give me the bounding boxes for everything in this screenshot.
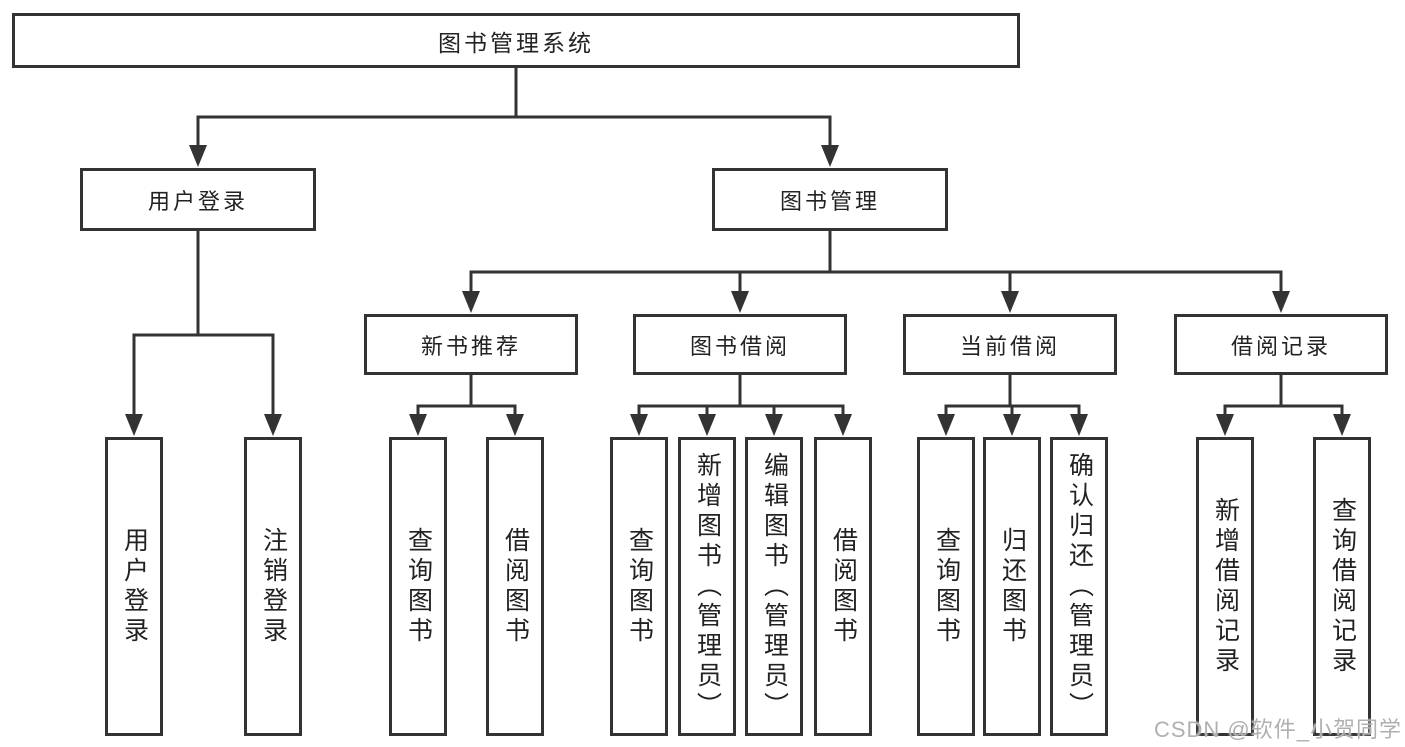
leaf-user-login: 用户登录 [105, 437, 163, 736]
leaf-borrow-books-recommend: 借阅图书 [486, 437, 544, 736]
leaf-add-books-admin: 新增图书（管理员） [678, 437, 736, 736]
node-current-borrowing: 当前借阅 [903, 314, 1117, 375]
watermark-text: CSDN @软件_小贺同学 [1153, 717, 1402, 742]
node-book-management: 图书管理 [712, 168, 948, 231]
leaf-confirm-return-admin: 确认归还（管理员） [1050, 437, 1108, 736]
leaf-query-books-current: 查询图书 [917, 437, 975, 736]
leaf-return-books: 归还图书 [983, 437, 1041, 736]
node-new-book-recommend: 新书推荐 [364, 314, 578, 375]
leaf-logout: 注销登录 [244, 437, 302, 736]
leaf-add-borrow-record: 新增借阅记录 [1196, 437, 1254, 736]
node-user-login: 用户登录 [80, 168, 316, 231]
leaf-borrow-books: 借阅图书 [814, 437, 872, 736]
leaf-edit-books-admin: 编辑图书（管理员） [745, 437, 803, 736]
node-borrowing-records: 借阅记录 [1174, 314, 1388, 375]
leaf-query-borrow-record: 查询借阅记录 [1313, 437, 1371, 736]
node-book-borrowing: 图书借阅 [633, 314, 847, 375]
node-library-management-system: 图书管理系统 [12, 13, 1020, 68]
leaf-query-books-borrow: 查询图书 [610, 437, 668, 736]
leaf-query-books-recommend: 查询图书 [389, 437, 447, 736]
